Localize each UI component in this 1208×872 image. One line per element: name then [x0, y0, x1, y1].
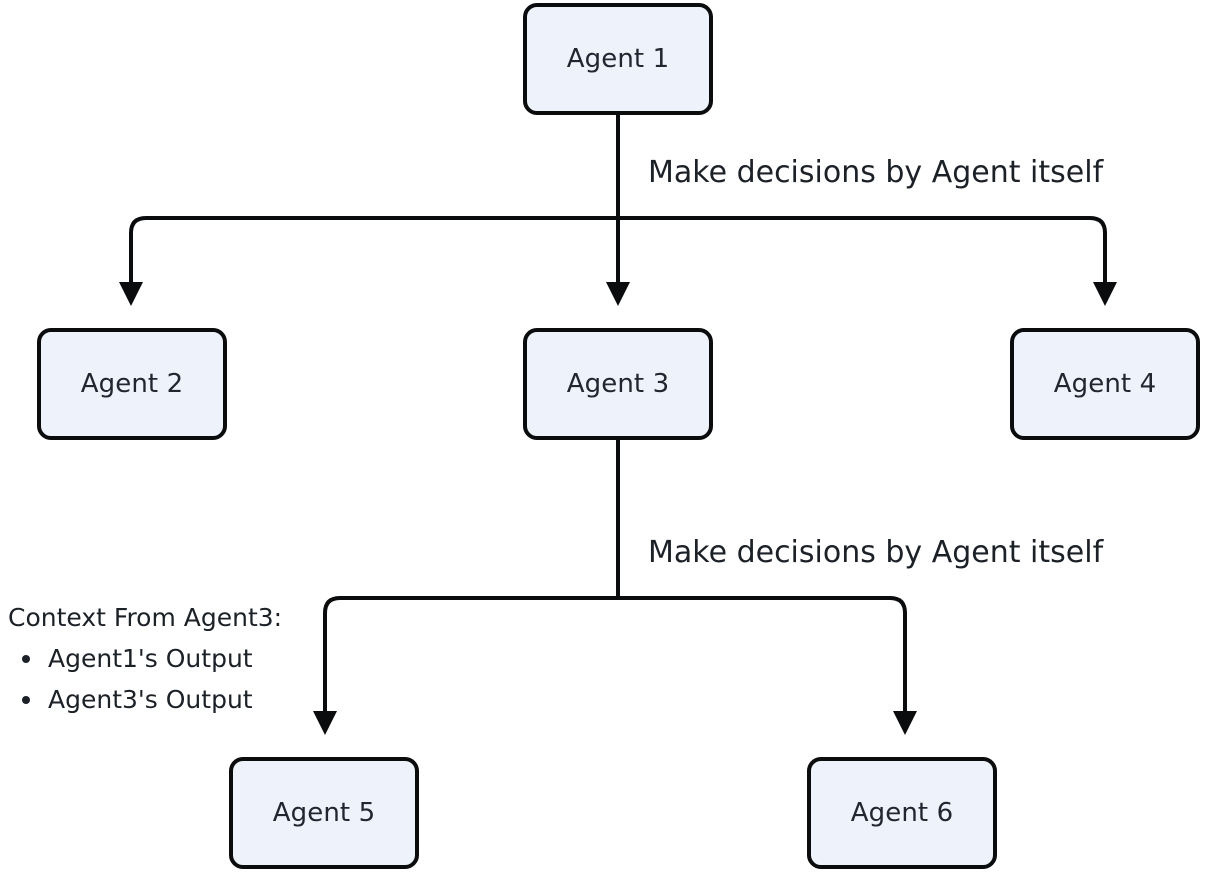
context-annotation-item-label: Agent3's Output: [48, 685, 253, 714]
arrowhead-agent4: [1093, 282, 1117, 306]
edge-agent3-to-agent5: [323, 596, 618, 711]
node-agent2[interactable]: Agent 2: [37, 328, 227, 440]
edge-label-bottom: Make decisions by Agent itself: [648, 535, 1104, 570]
node-agent5-label: Agent 5: [272, 798, 376, 828]
context-annotation: Context From Agent3: Agent1's Output Age…: [8, 605, 282, 712]
bullet-icon: [22, 655, 30, 663]
edge-agent1-to-agent4: [618, 216, 1107, 282]
node-agent4-label: Agent 4: [1053, 369, 1157, 399]
node-agent1[interactable]: Agent 1: [523, 3, 713, 115]
arrowhead-agent6: [893, 711, 917, 735]
arrowhead-agent3: [606, 282, 630, 306]
context-annotation-item: Agent3's Output: [8, 687, 282, 712]
context-annotation-title: Context From Agent3:: [8, 603, 283, 632]
context-annotation-item-label: Agent1's Output: [48, 644, 253, 673]
node-agent4[interactable]: Agent 4: [1010, 328, 1200, 440]
node-agent1-label: Agent 1: [566, 44, 670, 74]
context-annotation-item: Agent1's Output: [8, 646, 282, 671]
node-agent6-label: Agent 6: [850, 798, 954, 828]
node-agent3[interactable]: Agent 3: [523, 328, 713, 440]
arrowhead-agent5: [313, 711, 337, 735]
node-agent2-label: Agent 2: [80, 369, 184, 399]
context-annotation-list: Agent1's Output Agent3's Output: [8, 646, 282, 712]
node-agent5[interactable]: Agent 5: [229, 757, 419, 869]
bullet-icon: [22, 696, 30, 704]
node-agent6[interactable]: Agent 6: [807, 757, 997, 869]
edge-agent1-to-agent2: [129, 216, 618, 282]
edge-label-top: Make decisions by Agent itself: [648, 155, 1104, 190]
edge-agent3-to-agent6: [618, 596, 907, 711]
arrowhead-agent2: [119, 282, 143, 306]
node-agent3-label: Agent 3: [566, 369, 670, 399]
